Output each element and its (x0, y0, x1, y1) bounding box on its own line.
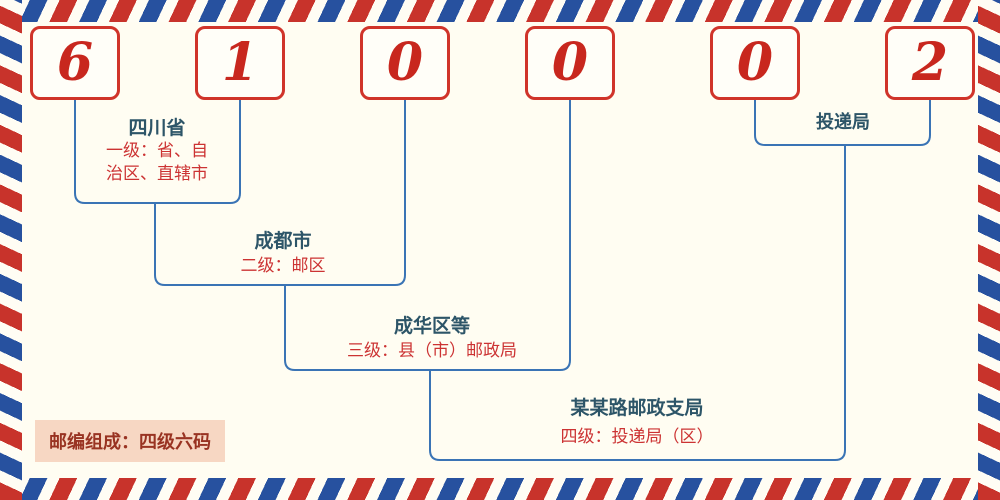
digit-box-3: 0 (360, 26, 450, 100)
airmail-border-right (978, 0, 1000, 500)
level4-desc: 四级：投递局（区） (560, 427, 714, 447)
level3-name: 成华区等 (393, 315, 471, 337)
level4-name: 某某路邮政支局 (570, 397, 704, 419)
digit-box-2: 1 (195, 26, 285, 100)
airmail-border-bottom (0, 478, 1000, 500)
level3-desc: 三级：县（市）邮政局 (347, 341, 517, 361)
airmail-border-top (0, 0, 1000, 22)
digit-6: 2 (911, 32, 949, 93)
digit-3: 0 (386, 32, 424, 93)
level1-name: 四川省 (128, 117, 186, 139)
digit-2: 1 (221, 32, 259, 93)
digit-box-4: 0 (525, 26, 615, 100)
airmail-border-left (0, 0, 22, 500)
digit-box-6: 2 (885, 26, 975, 100)
digit-4: 0 (551, 32, 589, 93)
delivery-office-label: 投递局 (816, 112, 870, 133)
footer-note: 邮编组成：四级六码 (35, 420, 225, 462)
digit-box-5: 0 (710, 26, 800, 100)
level2-name: 成都市 (254, 230, 312, 252)
level1-desc-line1: 一级：省、自 (106, 141, 208, 161)
level2-desc: 二级：邮区 (240, 256, 326, 276)
digit-1: 6 (56, 32, 94, 93)
level1-desc-line2: 治区、直辖市 (106, 164, 208, 184)
digit-box-1: 6 (30, 26, 120, 100)
level1-desc: 一级：省、自 治区、直辖市 (106, 140, 208, 186)
digit-5: 0 (736, 32, 774, 93)
